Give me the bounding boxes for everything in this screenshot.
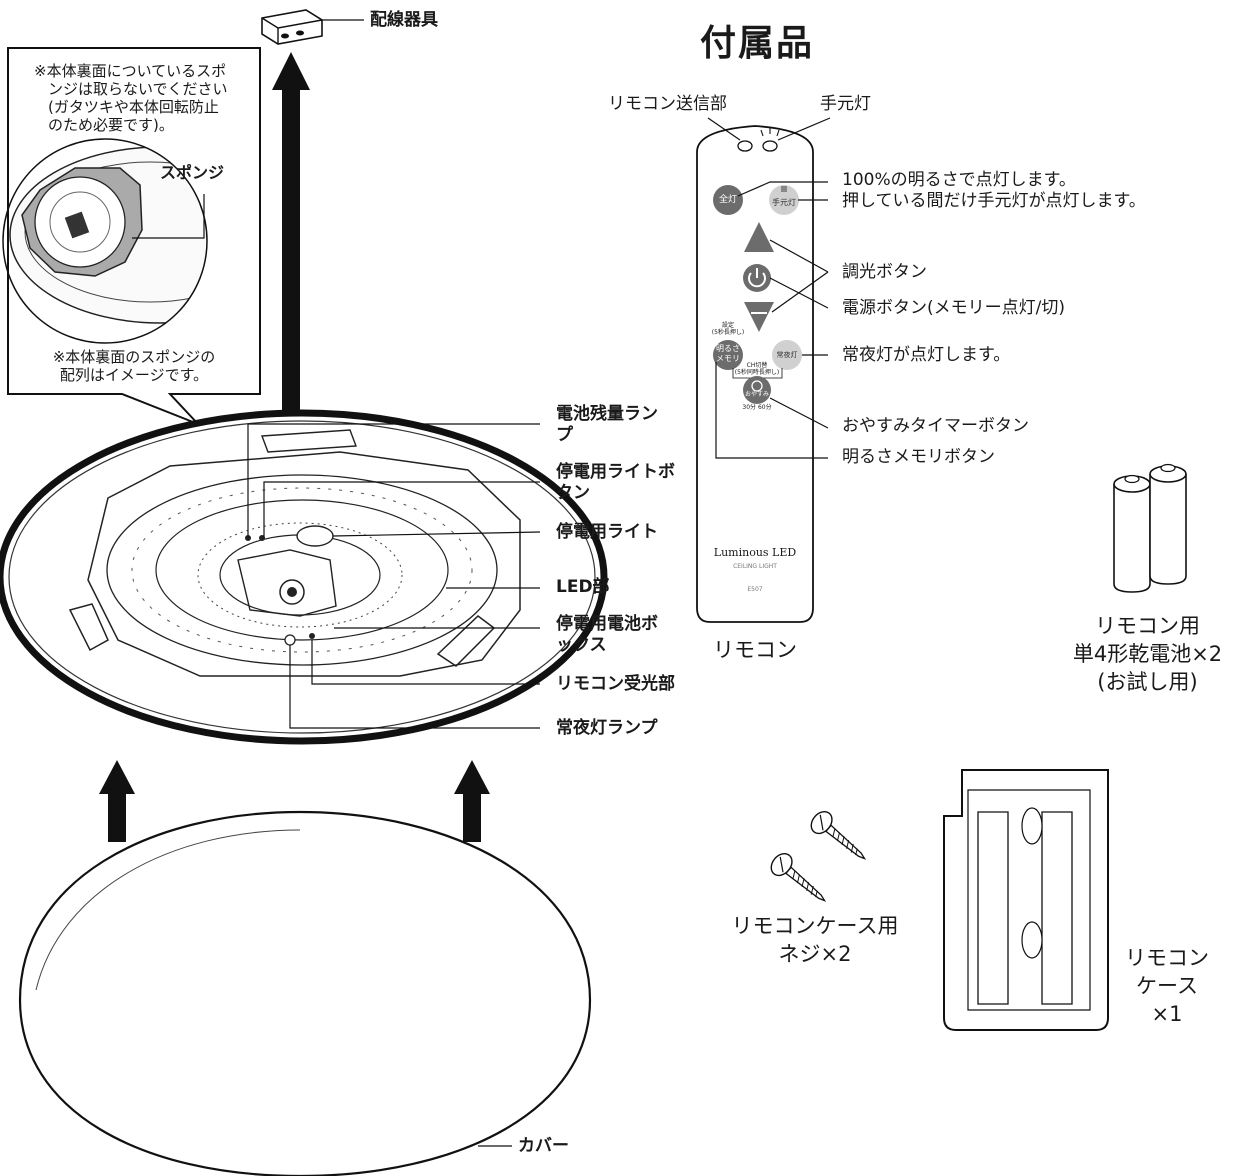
remote-transmitter-label: リモコン送信部 (608, 94, 727, 114)
up-arrow-right (454, 760, 490, 842)
accessory-line: リモコンケース用 (731, 914, 899, 938)
led-section-label: LED部 (556, 577, 610, 597)
accessory-line: リモコン用 (1095, 614, 1200, 638)
case-label: リモコン ケース ×1 (1112, 944, 1222, 1028)
label-line: 停電用電池ボ (556, 614, 658, 634)
remote-receiver-label: リモコン受光部 (556, 674, 675, 694)
ch-text: CH切替 (5秒同時長押し) (734, 362, 780, 376)
unit-leader-lines (247, 423, 541, 729)
callout-sleep-timer: おやすみタイマーボタン (842, 416, 1029, 436)
tiny-line: CH切替 (746, 362, 768, 369)
sponge-label: スポンジ (160, 163, 225, 182)
page-title: 付属品 (700, 23, 815, 64)
outage-light-button-label: 停電用ライトボ タン (556, 462, 675, 504)
screws-icon (770, 811, 867, 902)
remote-case-icon (943, 769, 1109, 1031)
label-line: ックス (556, 635, 607, 655)
note-line: ンジは取らないでください (48, 80, 228, 98)
remote-brand: Luminous LED (713, 546, 797, 559)
memory-top-text: 設定 (5秒長押し) (706, 322, 750, 336)
callout-power: 電源ボタン(メモリー点灯/切) (842, 298, 1065, 318)
remote-leader-lines (715, 181, 829, 459)
cover-shape (18, 810, 592, 1176)
sponge-note-2: ※本体裏面のスポンジの 配列はイメージです。 (24, 348, 244, 384)
note-line: ※本体裏面のスポンジの (52, 348, 216, 366)
accessory-line: リモコン (1125, 946, 1209, 970)
tiny-line: (5秒長押し) (711, 329, 745, 336)
callout-dimmer: 調光ボタン (842, 262, 927, 282)
batteries-label: リモコン用 単4形乾電池×2 (お試し用) (1040, 612, 1255, 696)
hand-button-text: 手元灯 (772, 198, 796, 207)
accessory-line: ケース (1136, 974, 1198, 998)
wiring-fixture-label: 配線器具 (370, 10, 438, 30)
night-light-lamp-label: 常夜灯ランプ (556, 718, 658, 738)
label-line: プ (556, 425, 573, 445)
up-arrow-main (272, 52, 310, 416)
label-line: タン (556, 483, 590, 503)
sleep-button-text: おやすみ (744, 391, 769, 398)
wiring-fixture-icon (261, 9, 364, 45)
tiny-line: (5秒同時長押し) (734, 369, 780, 376)
callout-hand-light: 押している間だけ手元灯が点灯します。 (842, 191, 1146, 211)
remote-sub: CEILING LIGHT (733, 563, 777, 570)
night-button-text: 常夜灯 (776, 351, 798, 359)
outage-battery-box-label: 停電用電池ボ ックス (556, 614, 658, 656)
label-line: 電池残量ラン (556, 404, 658, 424)
up-arrow-left (99, 760, 135, 842)
tiny-line: 明るさ (716, 344, 740, 353)
outage-light-label: 停電用ライト (556, 522, 658, 542)
note-line: (ガタツキや本体回転防止 (48, 98, 219, 116)
accessory-line: (お試し用) (1097, 670, 1198, 694)
sponge-inset (2, 138, 208, 344)
remote-model: E507 (747, 586, 763, 593)
remote-label: リモコン (713, 638, 797, 662)
tiny-line: 設定 (721, 322, 734, 329)
note-line: 配列はイメージです。 (59, 366, 209, 384)
accessory-line: 単4形乾電池×2 (1072, 642, 1223, 666)
memory-button-text: 明るさ メモリ (713, 344, 743, 364)
hand-light-label: 手元灯 (820, 94, 871, 114)
ceiling-unit (0, 409, 608, 745)
callout-memory: 明るさメモリボタン (842, 447, 995, 467)
full-button-text: 全灯 (718, 195, 737, 205)
accessory-line: ネジ×2 (778, 942, 852, 966)
tiny-line: メモリ (716, 354, 740, 363)
callout-full-light: 100%の明るさで点灯します。 (842, 170, 1076, 190)
batteries-icon (1113, 463, 1187, 593)
note-line: のため必要です)。 (48, 116, 174, 134)
screws-label: リモコンケース用 ネジ×2 (715, 912, 915, 968)
note-line: ※本体裏面についているスポ (34, 62, 227, 80)
sleep-ring-text: 30分 60分 (742, 404, 772, 411)
sponge-note-1: ※本体裏面についているスポ ンジは取らないでください (ガタツキや本体回転防止 … (34, 62, 228, 134)
remote-control (696, 117, 831, 623)
battery-level-lamp-label: 電池残量ラン プ (556, 404, 658, 446)
callout-night: 常夜灯が点灯します。 (842, 345, 1011, 365)
cover-label: カバー (518, 1136, 569, 1156)
label-line: 停電用ライトボ (556, 462, 675, 482)
accessory-line: ×1 (1151, 1002, 1183, 1026)
